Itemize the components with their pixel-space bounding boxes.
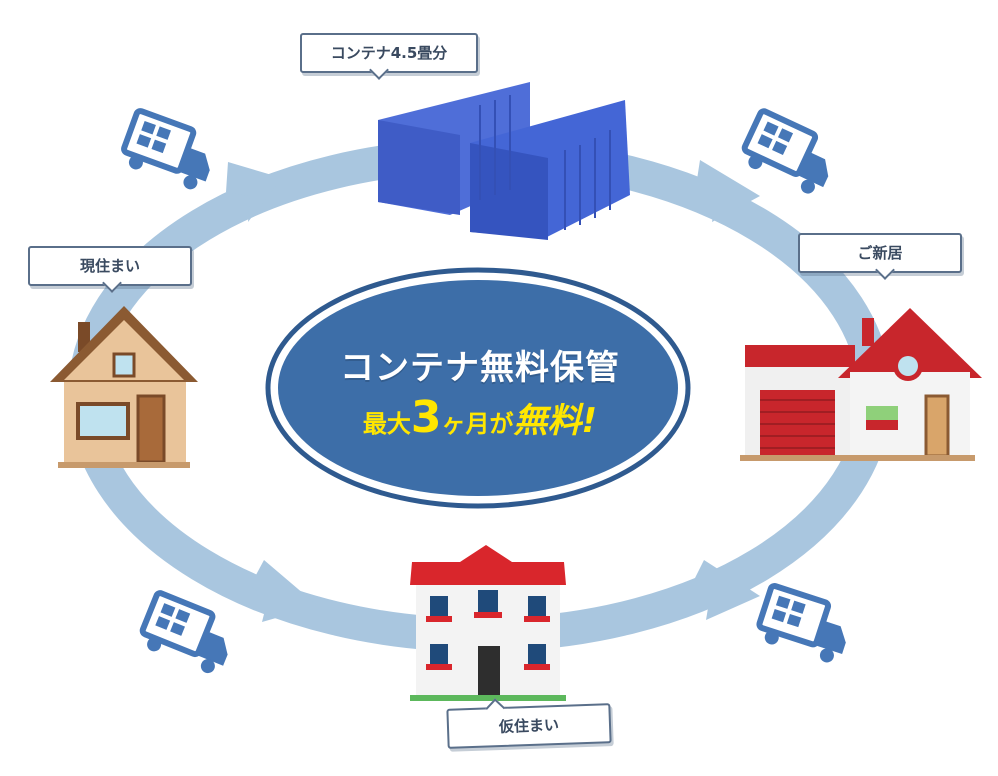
center-subtitle: 最大3ヶ月が無料! — [300, 392, 660, 443]
callout-new-home: ご新居 — [798, 233, 962, 280]
ring-arrow-top-right — [696, 160, 760, 222]
callout-container-label: コンテナ4.5畳分 — [330, 44, 448, 62]
two-story-house-icon — [410, 545, 566, 701]
moving-truck-icon — [741, 108, 829, 194]
subtitle-middle: ヶ月が — [441, 410, 514, 438]
moving-truck-icon — [121, 108, 210, 190]
callout-current-home: 現住まい — [28, 246, 192, 293]
ring-arrow-bottom-right — [690, 560, 760, 620]
ring-arrow-top-left — [226, 162, 282, 222]
moving-truck-icon — [756, 583, 846, 663]
subtitle-number: 3 — [410, 392, 442, 443]
subtitle-prefix: 最大 — [362, 410, 411, 438]
callout-current-home-label: 現住まい — [79, 257, 140, 275]
house-with-garage-icon — [740, 308, 982, 461]
callout-new-home-label: ご新居 — [857, 244, 903, 262]
ring-arrow-bottom-left — [250, 560, 318, 622]
callout-temp-home: 仮住まい — [446, 698, 612, 749]
shipping-container-icon — [378, 82, 630, 240]
moving-truck-icon — [139, 590, 228, 674]
callout-temp-home-label: 仮住まい — [498, 715, 560, 737]
callout-container: コンテナ4.5畳分 — [300, 33, 478, 80]
center-title: コンテナ無料保管 — [340, 348, 620, 388]
house-icon — [50, 306, 198, 468]
subtitle-free: 無料! — [513, 401, 598, 441]
center-ellipse — [278, 280, 678, 496]
